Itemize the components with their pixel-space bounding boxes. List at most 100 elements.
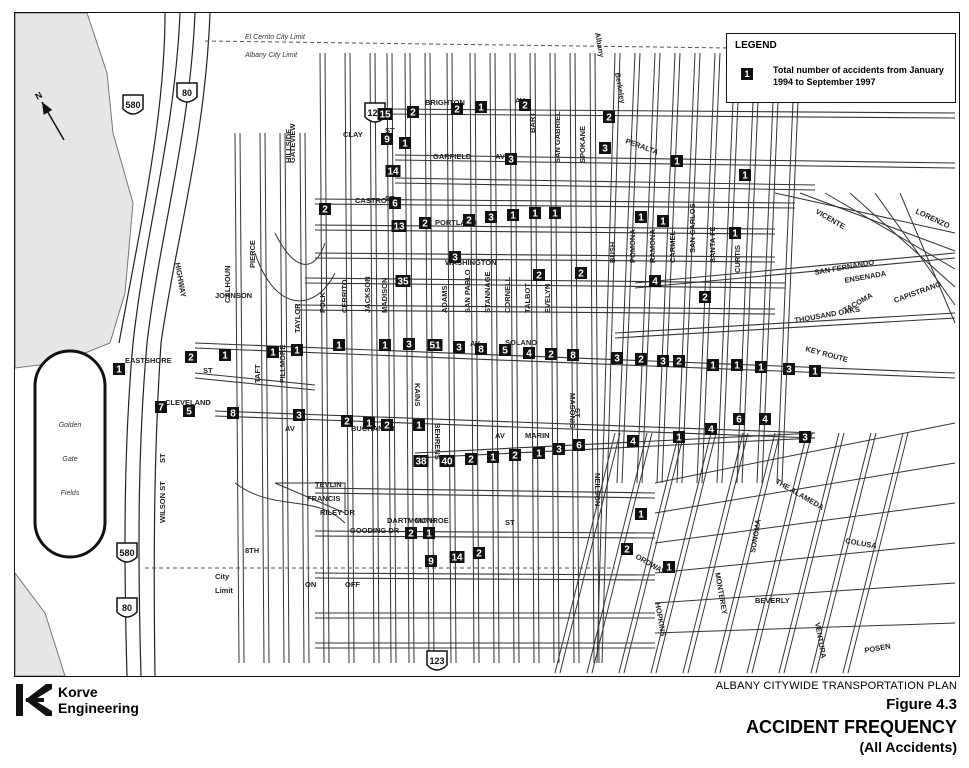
accident-marker: 40 — [439, 455, 455, 468]
street-label: PERALTA — [624, 136, 660, 156]
accident-marker: 1 — [333, 339, 345, 352]
svg-text:2: 2 — [624, 545, 630, 556]
street-label: KAINS — [413, 383, 422, 406]
svg-text:2: 2 — [702, 293, 708, 304]
street-label: WASHINGTON — [445, 258, 497, 267]
street-label: TALBOT — [523, 283, 532, 313]
svg-text:1: 1 — [552, 209, 558, 220]
accident-marker: 14 — [449, 551, 465, 564]
street-label: EASTSHORE — [125, 356, 172, 365]
legend-marker-sample: 1 — [741, 68, 753, 80]
accident-marker: 4 — [705, 423, 717, 436]
accident-marker: 1 — [267, 346, 279, 359]
svg-text:3: 3 — [296, 411, 302, 422]
street-label: BART — [528, 112, 537, 133]
accident-marker: 13 — [391, 220, 407, 233]
street-label: GARFIELD — [433, 152, 472, 161]
street-label: BRIGHTON — [425, 98, 465, 107]
street-label: 8TH — [245, 546, 259, 555]
svg-text:14: 14 — [387, 167, 399, 178]
accident-marker: 3 — [293, 409, 305, 422]
bay-water — [15, 13, 134, 369]
svg-text:6: 6 — [736, 415, 742, 426]
accident-marker: 1 — [731, 359, 743, 372]
svg-text:2: 2 — [188, 353, 194, 364]
north-arrow-icon: N — [33, 90, 65, 141]
svg-text:3: 3 — [406, 340, 412, 351]
street-label: HILLSIDE — [284, 129, 293, 163]
street-label: CURTIS — [733, 245, 742, 273]
city-limit-label-2: Albany City Limit — [244, 52, 298, 59]
svg-text:2: 2 — [408, 529, 414, 540]
svg-text:1: 1 — [812, 367, 818, 378]
svg-text:4: 4 — [708, 425, 714, 436]
accident-marker: 1 — [475, 101, 487, 114]
street-label: ENSENADA — [844, 269, 888, 285]
accident-marker: 35 — [395, 275, 411, 288]
accident-marker: 1 — [399, 137, 411, 150]
street-label: SAN CARLOS — [688, 203, 697, 253]
accident-marker: 51 — [427, 339, 443, 352]
svg-text:5: 5 — [186, 407, 192, 418]
highway-shield-icon: 580 — [122, 94, 144, 115]
accident-marker: 1 — [529, 207, 541, 220]
svg-text:51: 51 — [429, 341, 441, 352]
street-label: WILSON ST — [158, 481, 167, 523]
accident-marker: 1 — [533, 447, 545, 460]
company-name-line2: Engineering — [58, 700, 139, 716]
accident-marker: 4 — [649, 275, 661, 288]
accident-marker: 3 — [611, 352, 623, 365]
accident-marker: 4 — [523, 347, 535, 360]
area-label-3: Fields — [61, 490, 80, 497]
svg-text:3: 3 — [602, 144, 608, 155]
street-label: CORNELL — [503, 276, 512, 313]
accident-marker: 2 — [407, 106, 419, 119]
accident-marker: 14 — [385, 165, 401, 178]
svg-text:2: 2 — [578, 269, 584, 280]
svg-text:8: 8 — [570, 351, 576, 362]
svg-text:1: 1 — [710, 361, 716, 372]
svg-text:1: 1 — [116, 365, 122, 376]
svg-text:1: 1 — [666, 563, 672, 574]
svg-text:3: 3 — [786, 365, 792, 376]
company-logo-icon — [16, 684, 52, 716]
street-label: CAPISTRANO — [893, 279, 943, 304]
accident-marker: 2 — [319, 203, 331, 216]
street-label: Berkeley — [613, 72, 627, 105]
accident-marker: 8 — [227, 407, 239, 420]
svg-text:3: 3 — [660, 357, 666, 368]
bay-water-bottom — [15, 572, 66, 676]
accident-marker: 1 — [635, 211, 647, 224]
accident-marker: 1 — [729, 227, 741, 240]
svg-text:1: 1 — [402, 139, 408, 150]
street-label: RILEY DR — [320, 508, 355, 517]
accident-marker: 2 — [381, 419, 393, 432]
svg-text:3: 3 — [556, 445, 562, 456]
accident-marker: 1 — [379, 339, 391, 352]
accident-marker: 1 — [219, 349, 231, 362]
accident-marker: 2 — [509, 449, 521, 462]
accident-marker: 1 — [549, 207, 561, 220]
svg-text:1: 1 — [734, 361, 740, 372]
svg-text:1: 1 — [510, 211, 516, 222]
accident-marker: 1 — [507, 209, 519, 222]
svg-text:3: 3 — [452, 253, 458, 264]
street-label: SANTA FE — [708, 226, 717, 263]
street-label: ON — [305, 580, 316, 589]
figure-title: ACCIDENT FREQUENCY — [745, 717, 957, 737]
street-label: MADISON — [380, 278, 389, 313]
street-label: MONTEREY — [713, 572, 729, 615]
svg-text:13: 13 — [393, 222, 405, 233]
street-label: FILLMORE — [278, 345, 287, 383]
accident-marker: 3 — [449, 251, 461, 264]
svg-text:2: 2 — [606, 113, 612, 124]
street-label: RAMONA — [648, 229, 657, 263]
accident-marker: 8 — [567, 349, 579, 362]
svg-text:1: 1 — [426, 529, 432, 540]
street-map: Golden Gate Fields El Cerrito City Limit… — [15, 13, 956, 676]
street-label: STANNAGE — [483, 271, 492, 313]
street-label: CARMEL — [668, 231, 677, 263]
svg-text:35: 35 — [397, 277, 409, 288]
street-label: AV — [495, 431, 505, 440]
accident-marker: 7 — [155, 401, 167, 414]
